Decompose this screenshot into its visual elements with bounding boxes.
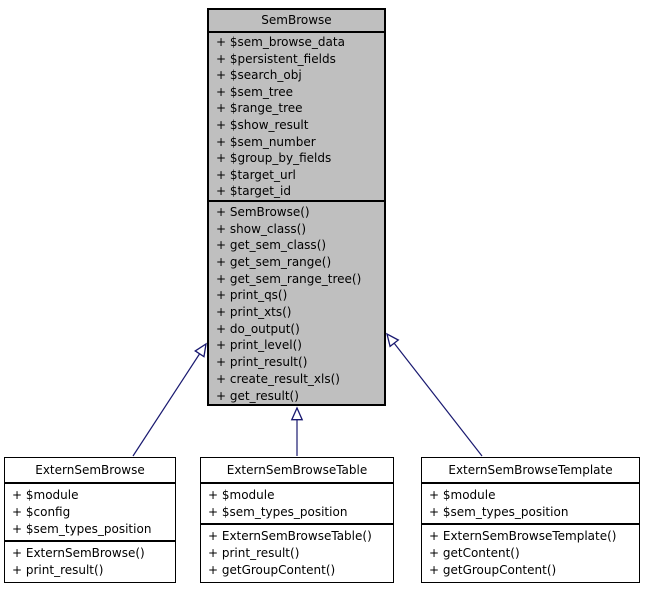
class-member: + print_xts() [216, 305, 292, 320]
class-member: + getContent() [429, 546, 520, 560]
inheritance-arrow-externsembrowse [132, 342, 207, 457]
class-member: + $module [429, 488, 496, 502]
class-member: + get_sem_range_tree() [216, 271, 362, 286]
class-member: + $show_result [216, 117, 309, 132]
externsembrowsetable-fields-compartment: + $module + $sem_types_position [201, 484, 393, 525]
class-member: + print_result() [216, 355, 308, 370]
class-member: + $target_url [216, 167, 296, 182]
class-member: + $persistent_fields [216, 51, 336, 66]
class-member: + $sem_types_position [12, 522, 152, 536]
class-member: + print_qs() [216, 288, 288, 303]
class-member: + create_result_xls() [216, 371, 340, 386]
class-title-externsembrowse: ExternSemBrowse [5, 458, 175, 484]
class-member: + print_result() [12, 563, 104, 577]
class-member: + do_output() [216, 321, 300, 336]
class-member: + ExternSemBrowse() [12, 546, 145, 560]
class-box-externsembrowsetable[interactable]: ExternSemBrowseTable + $module + $sem_typ… [200, 457, 394, 583]
externsembrowsetemplate-methods-compartment: + ExternSemBrowseTemplate() + getContent(… [422, 525, 639, 582]
sembrowse-fields-compartment: + $sem_browse_data + $persistent_fields + … [209, 33, 384, 202]
class-member: + getGroupContent() [208, 563, 336, 577]
sembrowse-methods-compartment: + SemBrowse() + show_class() + get_sem_cla… [209, 202, 384, 404]
class-member: + $group_by_fields [216, 151, 332, 166]
class-member: + print_result() [208, 546, 300, 560]
class-member: + get_result() [216, 388, 299, 403]
externsembrowsetable-methods-compartment: + ExternSemBrowseTable() + print_result()… [201, 525, 393, 582]
class-member: + print_level() [216, 338, 302, 353]
class-box-sembrowse[interactable]: SemBrowse + $sem_browse_data + $persisten… [207, 8, 386, 406]
externsembrowse-methods-compartment: + ExternSemBrowse() + print_result() [5, 542, 175, 582]
class-member: + get_sem_range() [216, 254, 332, 269]
class-member: + $sem_types_position [429, 505, 569, 519]
class-member: + SemBrowse() [216, 204, 310, 219]
class-member: + ExternSemBrowseTemplate() [429, 529, 617, 543]
class-member: + $module [12, 488, 79, 502]
class-member: + $target_id [216, 184, 291, 199]
class-member: + $sem_number [216, 134, 316, 149]
class-member: + $search_obj [216, 68, 302, 83]
class-title-externsembrowsetemplate: ExternSemBrowseTemplate [422, 458, 639, 484]
class-title-externsembrowsetable: ExternSemBrowseTable [201, 458, 393, 484]
class-member: + $sem_types_position [208, 505, 348, 519]
class-member: + show_class() [216, 221, 307, 236]
class-box-externsembrowsetemplate[interactable]: ExternSemBrowseTemplate + $module + $sem_… [421, 457, 640, 583]
externsembrowsetemplate-fields-compartment: + $module + $sem_types_position [422, 484, 639, 525]
class-member: + $range_tree [216, 101, 303, 116]
class-box-externsembrowse[interactable]: ExternSemBrowse + $module + $config + $sem… [4, 457, 176, 583]
class-member: + $sem_tree [216, 84, 293, 99]
class-member: + getGroupContent() [429, 563, 557, 577]
inheritance-arrow-externsembrowsetemplate [386, 332, 483, 457]
class-member: + ExternSemBrowseTable() [208, 529, 372, 543]
class-title-sembrowse: SemBrowse [209, 10, 384, 33]
externsembrowse-fields-compartment: + $module + $config + $sem_types_position [5, 484, 175, 542]
class-member: + get_sem_class() [216, 238, 327, 253]
class-member: + $config [12, 505, 71, 519]
class-member: + $sem_browse_data [216, 35, 345, 49]
class-member: + $module [208, 488, 275, 502]
